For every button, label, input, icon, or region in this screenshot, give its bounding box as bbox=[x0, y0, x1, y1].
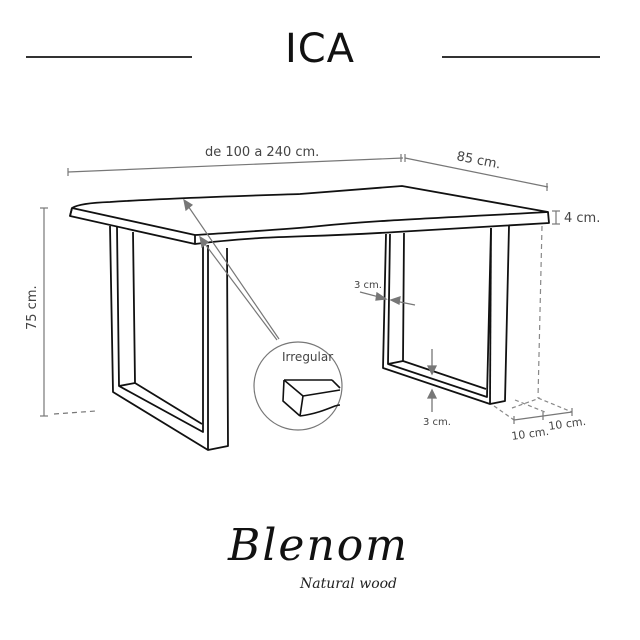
irregular-label: Irregular bbox=[282, 350, 333, 364]
leg-side-width-label: 3 cm. bbox=[354, 280, 382, 291]
depth-dimension-line bbox=[404, 154, 549, 191]
height-label: 75 cm. bbox=[25, 285, 40, 330]
length-label: de 100 a 240 cm. bbox=[205, 145, 319, 160]
side-inset-label: 10 cm. bbox=[548, 415, 587, 433]
thickness-label: 4 cm. bbox=[564, 211, 600, 226]
callout-pointer-lines bbox=[183, 198, 280, 341]
irregular-edge-callout bbox=[253, 341, 343, 431]
brand-tagline: Natural wood bbox=[300, 576, 398, 592]
height-dimension-line bbox=[40, 207, 97, 417]
thickness-marker bbox=[552, 210, 560, 225]
leg-width-arrows bbox=[359, 291, 438, 412]
brand-name: Blenom bbox=[228, 520, 409, 571]
floor-projection-line bbox=[537, 225, 543, 399]
right-leg bbox=[382, 225, 510, 405]
leg-bottom-width-label: 3 cm. bbox=[423, 417, 451, 428]
front-inset-label: 10 cm. bbox=[511, 425, 550, 443]
title-rule-left bbox=[26, 56, 192, 58]
left-leg bbox=[109, 225, 229, 451]
irregular-edge-icon bbox=[282, 379, 341, 417]
length-dimension-line bbox=[67, 154, 404, 176]
depth-label: 85 cm. bbox=[455, 149, 502, 172]
page-title: ICA bbox=[284, 26, 356, 72]
tabletop bbox=[69, 185, 550, 245]
floor-inset-lines bbox=[493, 397, 573, 421]
floor-inset-dimension bbox=[513, 408, 573, 424]
title-rule-right bbox=[442, 56, 600, 58]
